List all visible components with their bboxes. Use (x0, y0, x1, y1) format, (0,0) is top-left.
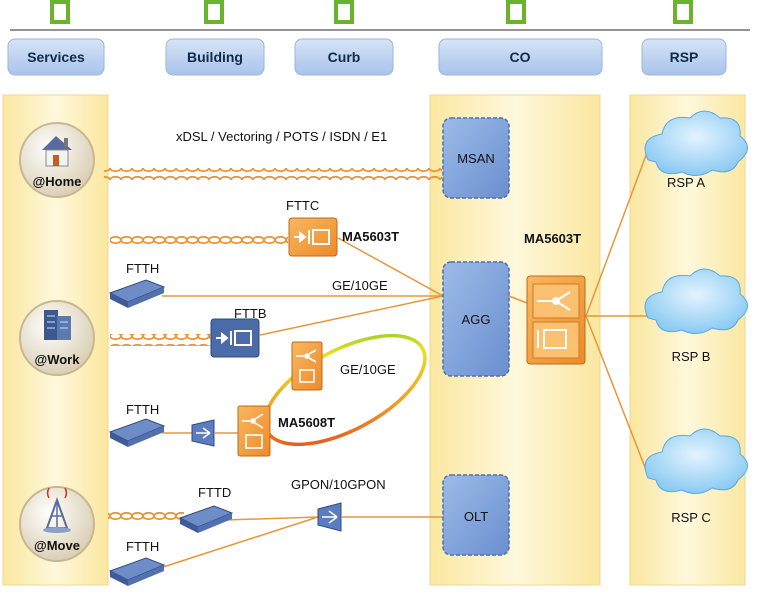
marker-services (50, 0, 70, 24)
ont-ftth-1 (108, 279, 166, 308)
ont-fttd (178, 505, 234, 533)
link-agg-ma5603t (508, 295, 528, 304)
agg-node: AGG (442, 261, 510, 377)
ring-small-device (291, 341, 323, 391)
link-co-rsp-a (585, 149, 649, 317)
ftth-label-3: FTTH (126, 539, 159, 554)
rsp-b-label: RSP B (672, 349, 711, 364)
agg-label: AGG (462, 312, 491, 327)
copper-fttc (110, 233, 288, 245)
copper-fttd (108, 512, 184, 524)
office-building-icon (44, 310, 71, 340)
fttb-device (210, 318, 260, 358)
ge-label-1: GE/10GE (332, 278, 388, 293)
service-home-label: @Home (33, 174, 82, 189)
header-services: Services (7, 38, 105, 76)
copper-home-msan (104, 168, 442, 180)
link-co-rsp-c (585, 315, 649, 476)
header-label-building: Building (187, 49, 243, 65)
rsp-a-cloud: RSP A (644, 110, 748, 190)
link-fttb-agg (259, 295, 444, 336)
rsp-c-label: RSP C (671, 510, 711, 525)
splitter-1 (191, 419, 215, 447)
rsp-b-cloud: RSP B (644, 268, 748, 364)
header-label-services: Services (27, 49, 85, 65)
header-rsp: RSP (641, 38, 727, 76)
ont-ftth-3 (108, 557, 166, 586)
header-curb: Curb (294, 38, 394, 76)
fttc-label: FTTC (286, 198, 319, 213)
fiber-links (159, 149, 649, 569)
link-fttd-splitter (224, 516, 319, 521)
fttb-device-icon (216, 330, 252, 346)
ma5608t-label: MA5608T (278, 415, 335, 430)
rsp-column (629, 94, 746, 586)
msan-label: MSAN (457, 151, 495, 166)
olt-node: OLT (442, 474, 510, 556)
fttb-label: FTTB (234, 306, 267, 321)
marker-co (506, 0, 526, 24)
header-label-curb: Curb (328, 49, 361, 65)
antenna-tower-icon (43, 487, 71, 533)
ring-link (263, 333, 427, 447)
ftth-label-1: FTTH (126, 261, 159, 276)
service-work-label: @Work (35, 352, 81, 367)
access-tech-label: xDSL / Vectoring / POTS / ISDN / E1 (176, 129, 387, 144)
ma5603t-curb-label: MA5603T (342, 229, 399, 244)
service-home: @Home (19, 122, 95, 198)
fttd-label: FTTD (198, 485, 231, 500)
fttc-device (288, 217, 338, 257)
marker-building (204, 0, 224, 24)
header-label-rsp: RSP (670, 49, 699, 65)
switch-icon (537, 291, 571, 311)
board-icon (537, 329, 567, 349)
service-move: @Move (19, 486, 95, 562)
house-icon (42, 136, 72, 167)
splitter-2 (317, 502, 342, 532)
gpon-label: GPON/10GPON (291, 477, 386, 492)
link-fttc-agg (337, 237, 444, 297)
fttc-device-icon (294, 229, 330, 245)
copper-fttb (110, 334, 212, 346)
ont-ftth-2 (108, 418, 166, 447)
timeline-markers (50, 0, 693, 24)
service-move-label: @Move (34, 538, 80, 553)
service-work: @Work (19, 300, 95, 376)
ma5603t-co-label: MA5603T (524, 231, 581, 246)
olt-label: OLT (464, 509, 488, 524)
rsp-a-label: RSP A (667, 175, 705, 190)
ma5603t-co-device (526, 275, 586, 365)
marker-curb (334, 0, 354, 24)
marker-rsp (673, 0, 693, 24)
ma5608t-device (237, 405, 271, 457)
msan-node: MSAN (442, 117, 510, 199)
link-ftth3-splitter (159, 516, 319, 569)
ge-label-2: GE/10GE (340, 362, 396, 377)
ftth-label-2: FTTH (126, 402, 159, 417)
header-building: Building (165, 38, 265, 76)
header-co: CO (438, 38, 603, 76)
header-label-co: CO (510, 49, 531, 65)
rsp-c-cloud: RSP C (644, 428, 748, 525)
